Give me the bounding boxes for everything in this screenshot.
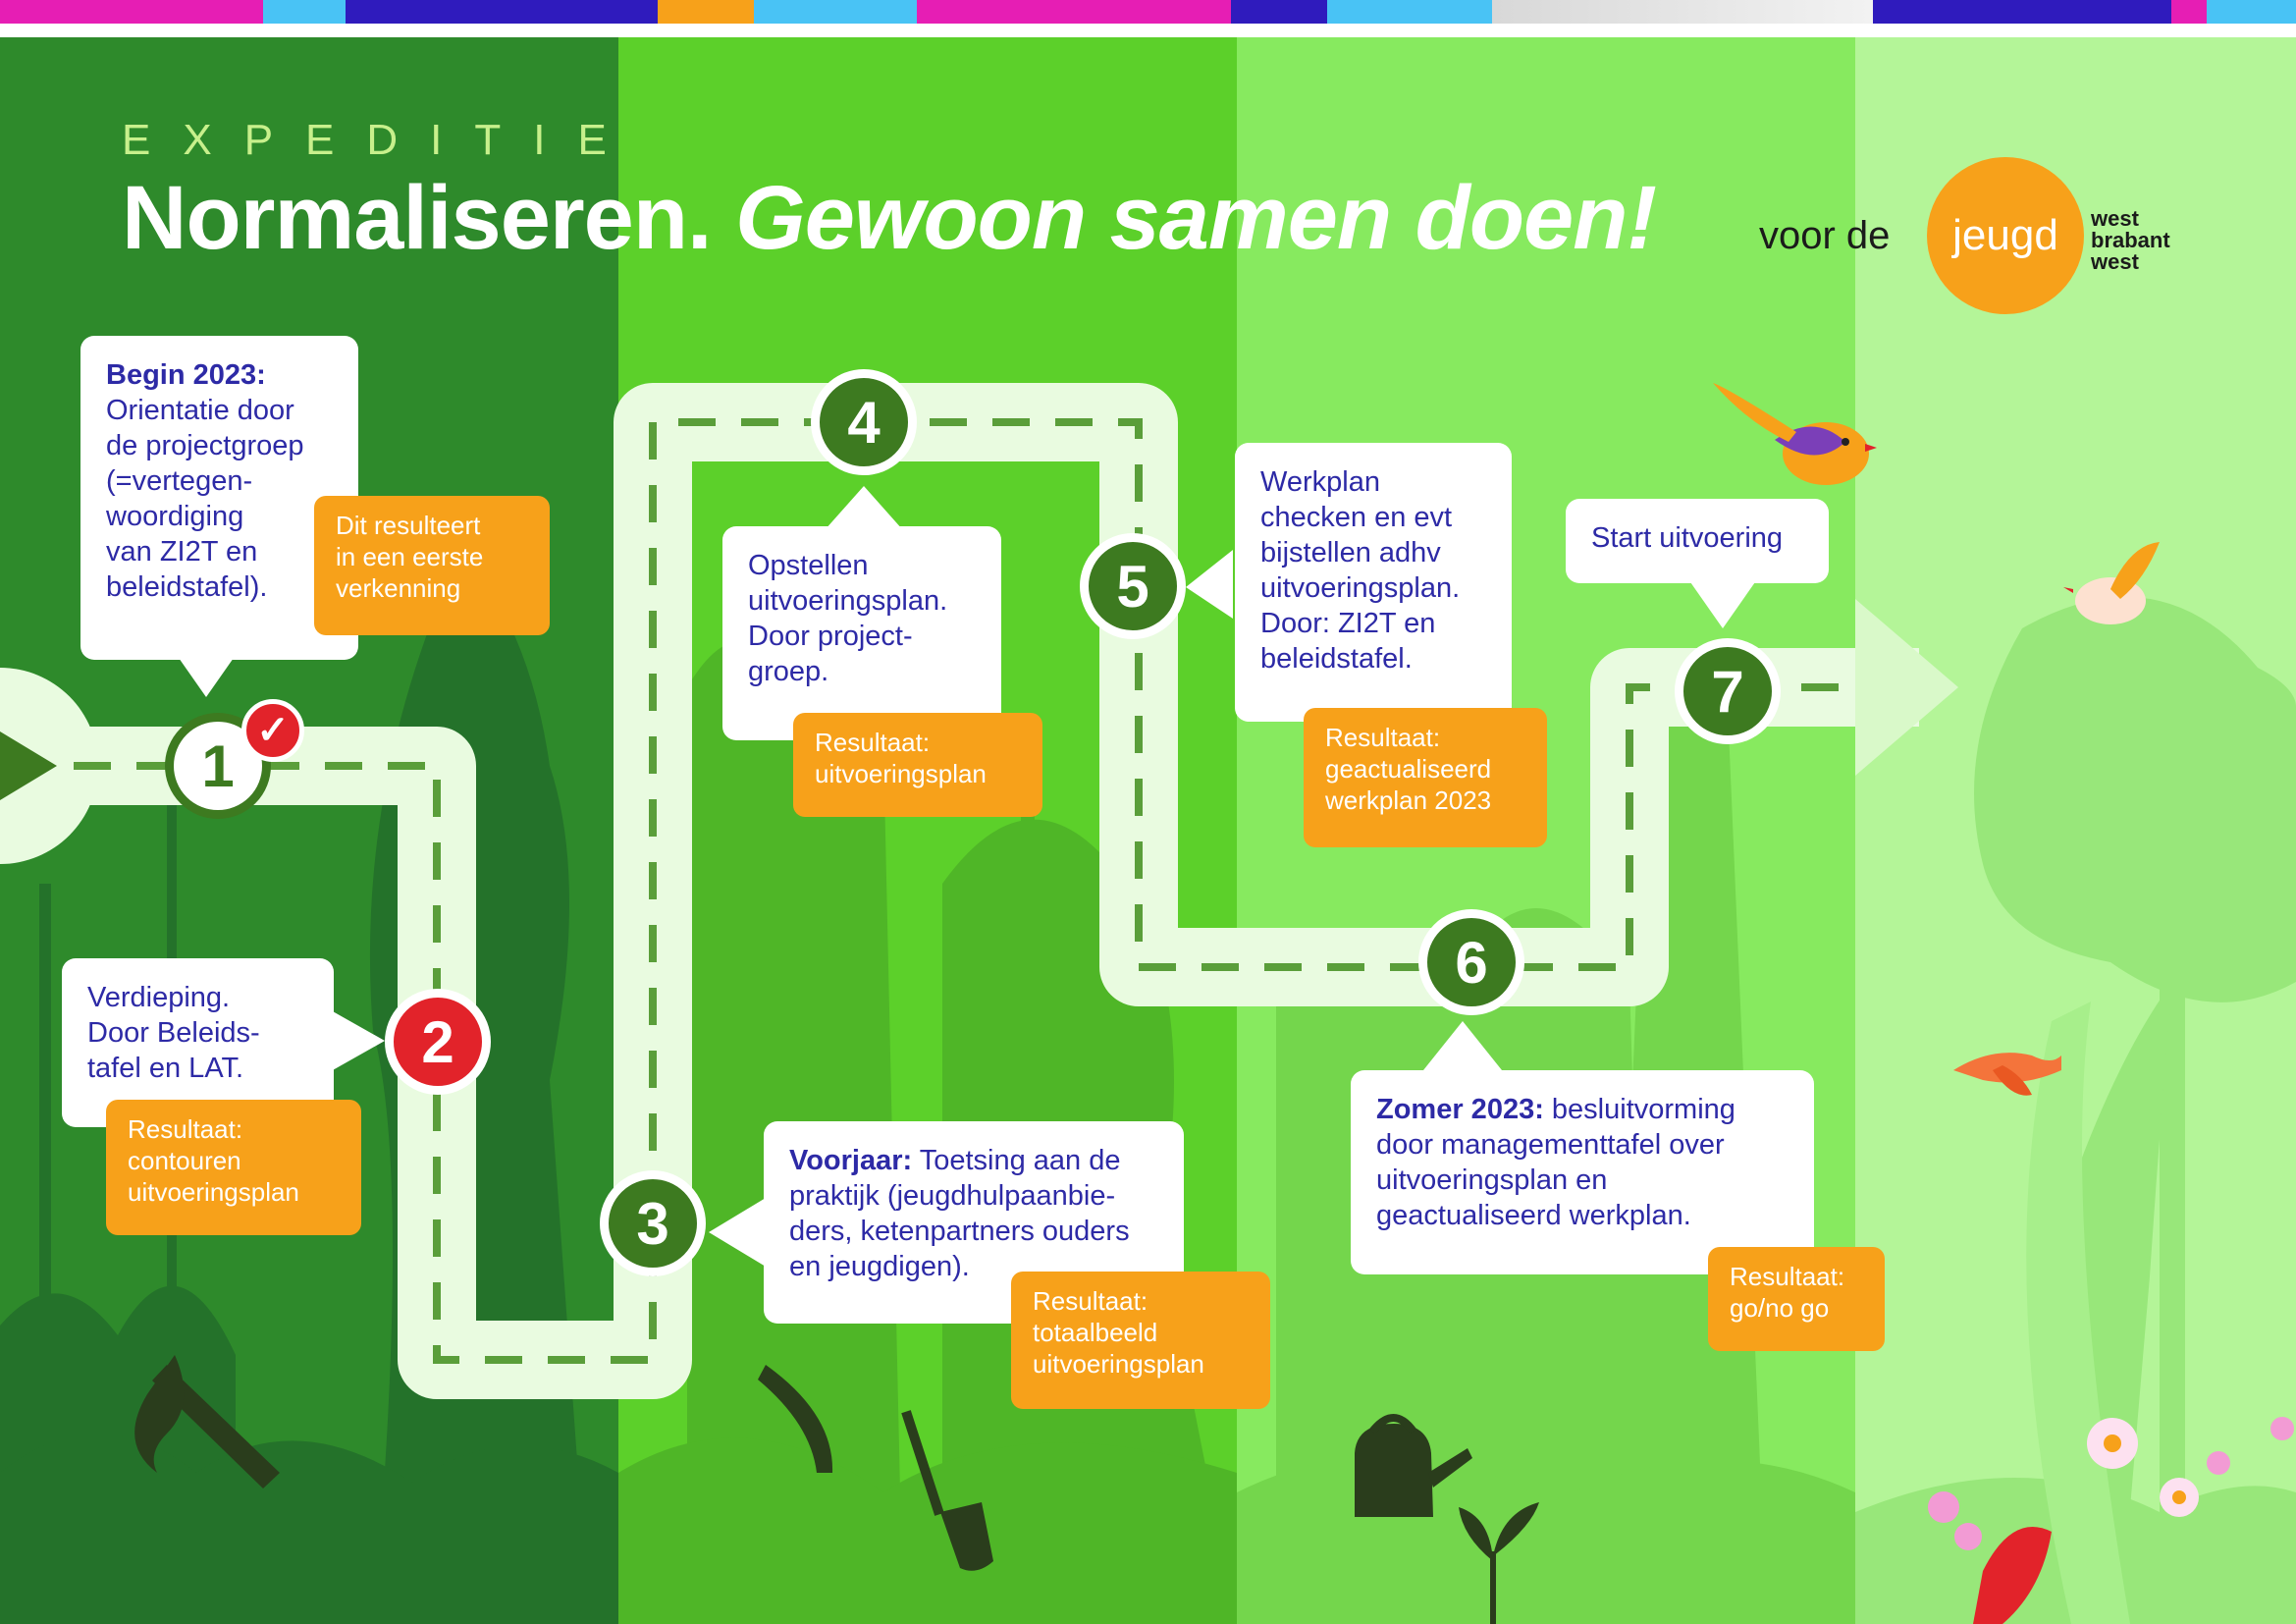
bird-flying-icon [1953, 1053, 2061, 1096]
step-4-result: Resultaat: uitvoeringsplan [793, 713, 1042, 817]
saw-icon [758, 1365, 833, 1473]
bubble-tails [172, 486, 1757, 1267]
step-marker-4: 4 [811, 369, 917, 475]
page-title: Normaliseren. Gewoon samen doen! [122, 167, 1657, 270]
seedling-icon [1459, 1502, 1539, 1624]
step-4-card: Opstellen uitvoeringsplan. Door project-… [722, 526, 1001, 740]
step-marker-6: 6 [1418, 909, 1524, 1015]
shovel-icon [901, 1410, 993, 1571]
step-5-result: Resultaat: geactualiseerd werkplan 2023 [1304, 708, 1547, 847]
step-marker-7: 7 [1675, 638, 1781, 744]
logo-prefix: voor de [1759, 214, 1891, 257]
checkmark-icon: ✓ [241, 699, 304, 762]
step-1-card: Begin 2023: Orientatie door de projectgr… [80, 336, 358, 660]
step-marker-1: 1 [165, 713, 271, 819]
header-kicker: EXPEDITIE [122, 116, 639, 164]
watering-can-icon [1355, 1414, 1472, 1517]
flowers-decoration [1928, 1417, 2294, 1550]
step-7-card: Start uitvoering [1566, 499, 1829, 583]
title-italic: Gewoon samen doen! [735, 168, 1657, 268]
logo-circle: jeugd [1927, 157, 2084, 314]
step-2-card: Verdieping. Door Beleids- tafel en LAT. [62, 958, 334, 1127]
step-5-card: Werkplan checken en evt bijstellen adhv … [1235, 443, 1512, 722]
start-triangle [0, 731, 57, 800]
top-color-bar [0, 0, 2296, 24]
cardinal-bird-icon [1973, 1527, 2052, 1624]
road-end-arrow [1855, 599, 1958, 776]
title-regular: Normaliseren. [122, 168, 713, 268]
bird-middle-icon [2063, 542, 2160, 624]
axe-icon [134, 1355, 280, 1489]
step-2-result: Resultaat: contouren uitvoeringsplan [106, 1100, 361, 1235]
step-6-result: Resultaat: go/no go [1708, 1247, 1885, 1351]
step-marker-5: 5 [1080, 533, 1186, 639]
step-marker-2: 2 [385, 989, 491, 1095]
logo-side-text: west brabant west [2091, 206, 2170, 274]
bird-top-icon [1713, 383, 1877, 485]
step-1-result: Dit resulteert in een eerste verkenning [314, 496, 550, 635]
logo-word: jeugd [1952, 211, 2058, 259]
step-3-result: Resultaat: totaalbeeld uitvoeringsplan [1011, 1272, 1270, 1409]
step-6-card: Zomer 2023: besluitvorming door manageme… [1351, 1070, 1814, 1274]
step-marker-3: 3 [600, 1170, 706, 1276]
